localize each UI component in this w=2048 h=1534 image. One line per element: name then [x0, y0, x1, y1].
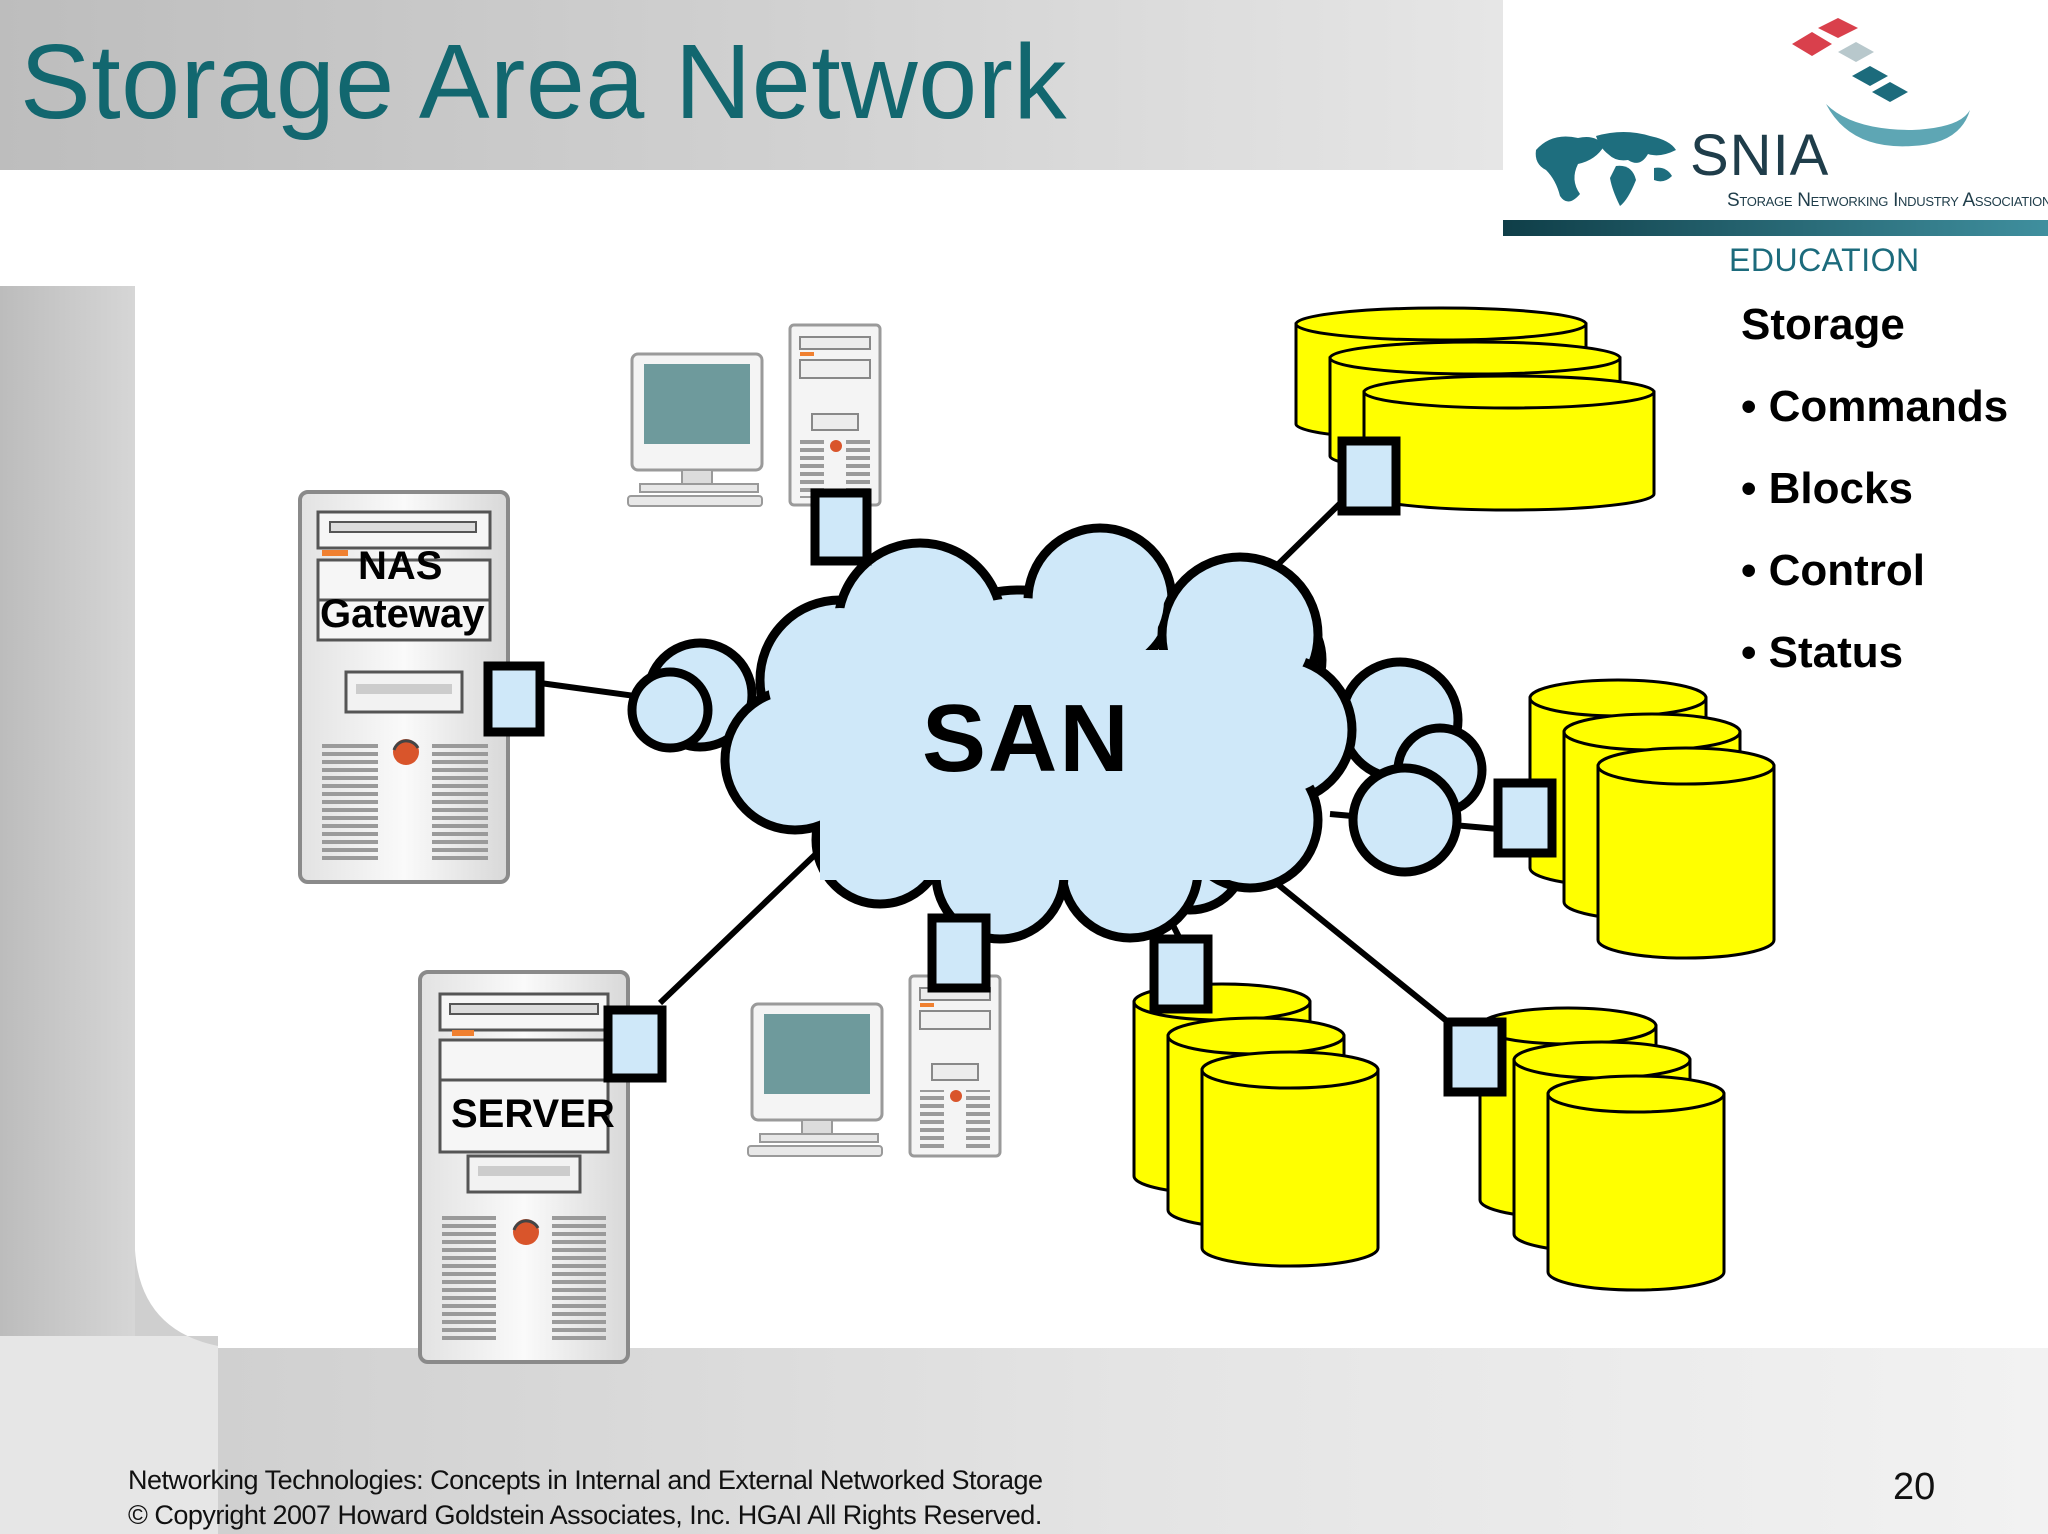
logo-name: SNIA	[1690, 123, 1830, 188]
storage-legend-item: • Control	[1741, 546, 1926, 595]
server-label: SERVER	[451, 1092, 615, 1136]
storage-legend-heading: Storage	[1741, 300, 1905, 349]
logo-mark-icon	[1792, 18, 1908, 102]
logo-bar	[1503, 220, 2048, 236]
logo-swoosh	[1826, 104, 1970, 147]
storage-legend-item: • Commands	[1741, 382, 2009, 431]
left-bar-foot	[0, 1336, 218, 1534]
adapter-storage-bottom-center	[1149, 934, 1213, 1014]
adapter-storage-bottom-right	[1443, 1017, 1507, 1097]
storage-bottom-center	[1132, 982, 1380, 1268]
nas-gateway-cabinet	[298, 490, 510, 884]
adapters	[483, 436, 1557, 1097]
storage-legend-item: • Status	[1741, 628, 1904, 677]
world-map-icon	[1535, 132, 1676, 206]
logo-section: EDUCATION	[1729, 242, 1920, 278]
panel-corner	[135, 1250, 218, 1346]
adapter-storage-top-right	[1337, 436, 1401, 516]
footer-line-1: Networking Technologies: Concepts in Int…	[128, 1465, 1043, 1495]
bottom-band	[218, 1348, 2048, 1534]
storage-bottom-right	[1478, 1006, 1726, 1292]
adapter-workstation-bottom	[927, 913, 991, 993]
nas-label-line2: Gateway	[320, 592, 485, 636]
logo-subtitle: Storage Networking Industry Association	[1727, 190, 2048, 211]
title-band	[0, 0, 1503, 170]
adapter-workstation-top	[810, 488, 872, 566]
adapter-server	[603, 1005, 667, 1083]
left-bar	[0, 286, 135, 1336]
adapter-nas-gateway	[483, 661, 545, 737]
san-label: SAN	[922, 685, 1131, 792]
storage-right	[1528, 678, 1776, 960]
link-storage-bottom-right	[1258, 867, 1450, 1025]
workstation-bottom	[747, 974, 1002, 1158]
link-server	[657, 847, 823, 1006]
workstation-top	[627, 323, 882, 507]
footer: Networking Technologies: Concepts in Int…	[128, 1463, 1043, 1533]
san-cloud-fill	[733, 536, 1344, 931]
server-cabinet	[418, 970, 630, 1364]
footer-line-2: © Copyright 2007 Howard Goldstein Associ…	[128, 1500, 1042, 1530]
nas-label-line1: NAS	[358, 544, 443, 588]
adapter-storage-right	[1493, 778, 1557, 858]
slide-title: Storage Area Network	[20, 23, 1067, 141]
storage-legend-item: • Blocks	[1741, 464, 1913, 513]
storage-top-right	[1294, 306, 1656, 512]
page-number: 20	[1893, 1466, 1936, 1508]
